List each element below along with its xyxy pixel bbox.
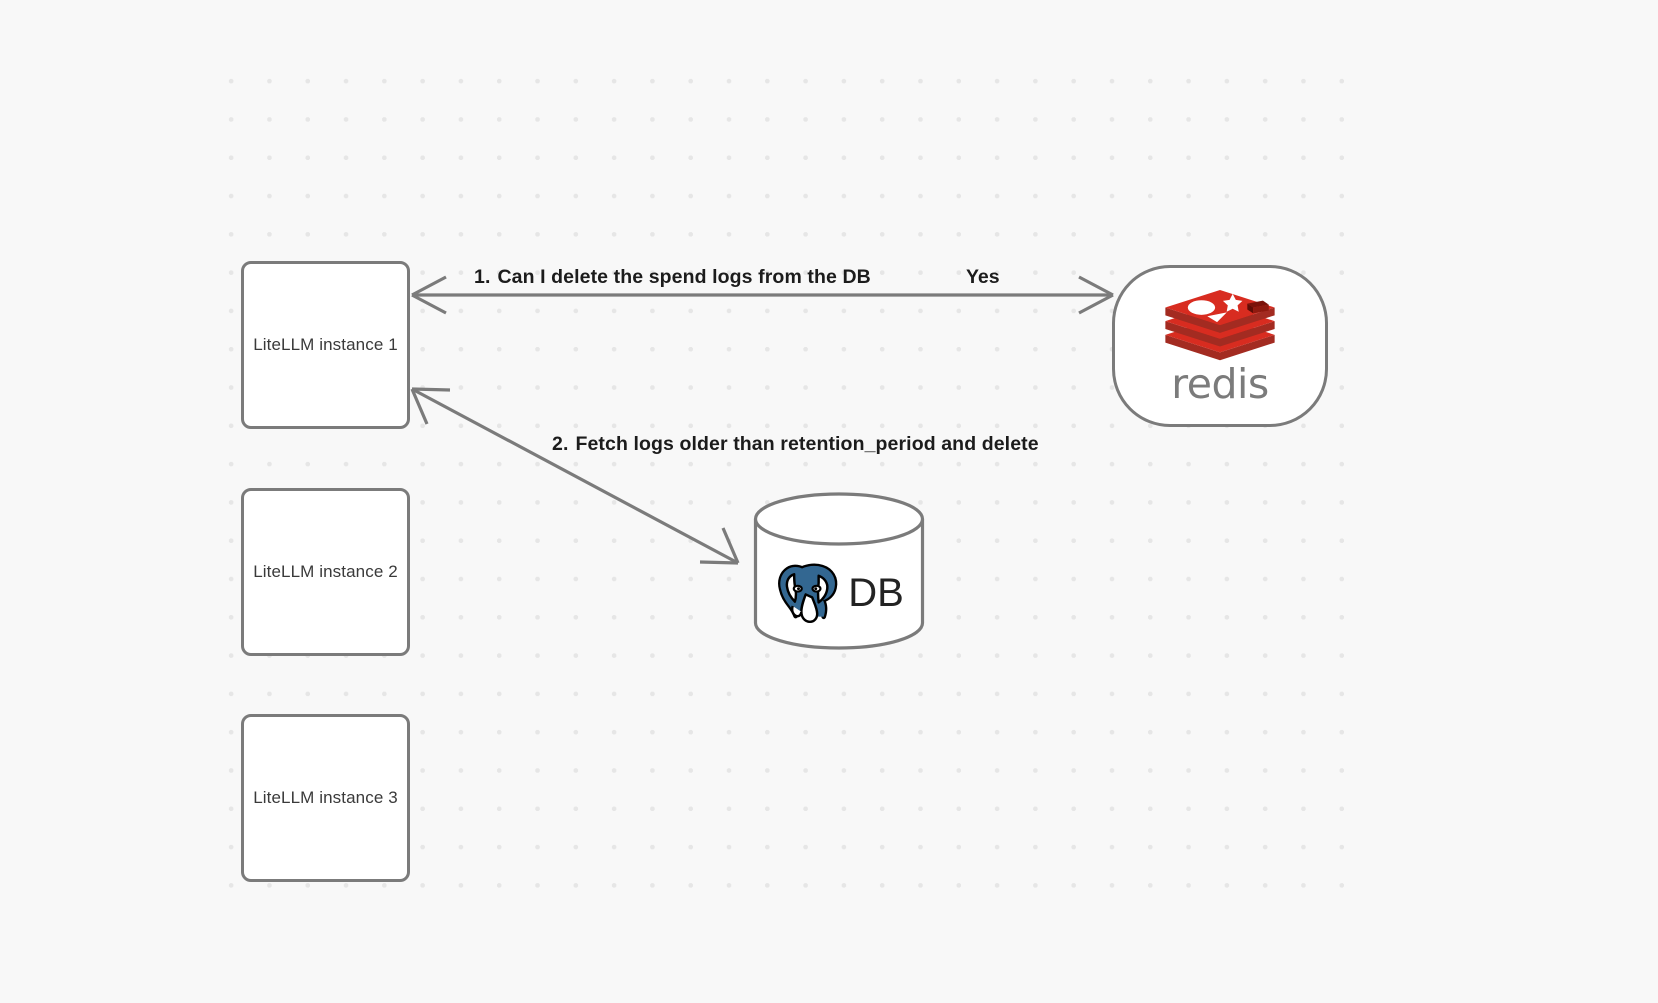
node-litellm-instance-2-label: LiteLLM instance 2 xyxy=(253,562,398,581)
database-label: DB xyxy=(848,571,904,615)
edge-1-step-number: 1. xyxy=(474,266,491,288)
edge-1-label: 1. Can I delete the spend logs from the D… xyxy=(474,266,871,289)
edge-2-step-number: 2. xyxy=(552,433,569,455)
redis-logo-icon xyxy=(1165,289,1275,360)
node-litellm-instance-3-label: LiteLLM instance 3 xyxy=(253,788,398,807)
redis-wordmark: redis xyxy=(1171,359,1269,408)
edge-2-label: 2. Fetch logs older than retention_period… xyxy=(552,433,1039,456)
edge-2-label-text: Fetch logs older than retention_period a… xyxy=(575,433,1039,455)
node-litellm-instance-2[interactable]: LiteLLM instance 2 xyxy=(241,488,410,656)
database-node-content: DB xyxy=(753,548,925,638)
edge-2-llm1-db xyxy=(410,387,740,565)
postgresql-elephant-icon xyxy=(778,563,838,624)
edge-1-label-text: Can I delete the spend logs from the DB xyxy=(497,266,871,288)
node-database[interactable]: DB xyxy=(753,492,925,650)
node-litellm-instance-3[interactable]: LiteLLM instance 3 xyxy=(241,714,410,882)
node-litellm-instance-1-label: LiteLLM instance 1 xyxy=(253,335,398,354)
edge-1-reply-label: Yes xyxy=(966,266,1000,288)
node-redis[interactable]: redis xyxy=(1112,265,1328,427)
node-litellm-instance-1[interactable]: LiteLLM instance 1 xyxy=(241,261,410,429)
